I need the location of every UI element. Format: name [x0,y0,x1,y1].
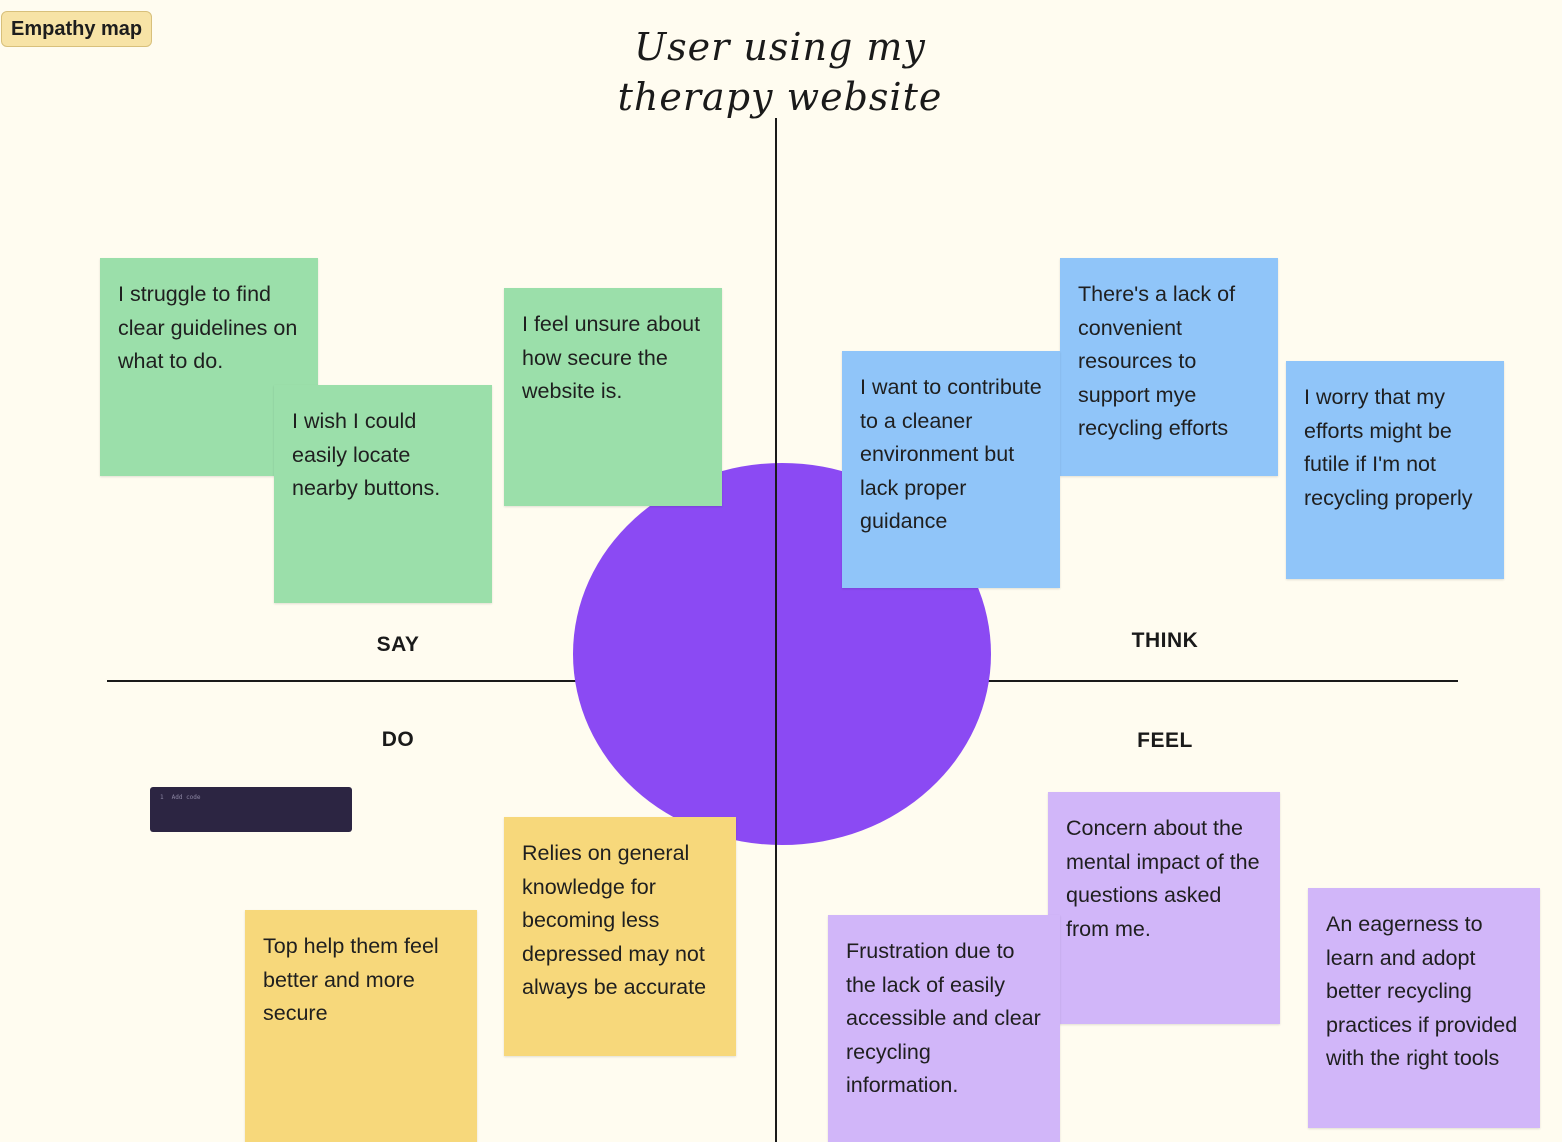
code-line-number: 1 [160,794,164,801]
code-placeholder: Add code [171,794,201,801]
sticky-note-think-2[interactable]: I want to contribute to a cleaner enviro… [842,351,1060,588]
quadrant-label-feel: FEEL [1137,729,1193,752]
sticky-note-say-3[interactable]: I feel unsure about how secure the websi… [504,288,722,506]
code-block[interactable]: 1 Add code [150,787,352,832]
quadrant-label-think: THINK [1131,629,1199,652]
frame-label[interactable]: Empathy map [1,11,153,47]
map-title-line-2: therapy website [617,75,943,119]
sticky-note-feel-2[interactable]: Frustration due to the lack of easily ac… [828,915,1060,1142]
sticky-note-think-3[interactable]: I worry that my efforts might be futile … [1286,361,1504,579]
center-axis-overlay [775,463,777,845]
sticky-note-feel-3[interactable]: An eagerness to learn and adopt better r… [1308,888,1540,1128]
sticky-note-say-2[interactable]: I wish I could easily locate nearby butt… [274,385,492,603]
map-title[interactable]: User using my therapy website [600,22,960,122]
quadrant-label-do: DO [381,728,415,751]
sticky-note-do-2[interactable]: Top help them feel better and more secur… [245,910,477,1142]
sticky-note-think-1[interactable]: There's a lack of convenient resources t… [1060,258,1278,476]
sticky-note-feel-1[interactable]: Concern about the mental impact of the q… [1048,792,1280,1024]
quadrant-label-say: SAY [376,633,420,656]
sticky-note-do-1[interactable]: Relies on general knowledge for becoming… [504,817,736,1056]
map-title-line-1: User using my [634,25,926,69]
